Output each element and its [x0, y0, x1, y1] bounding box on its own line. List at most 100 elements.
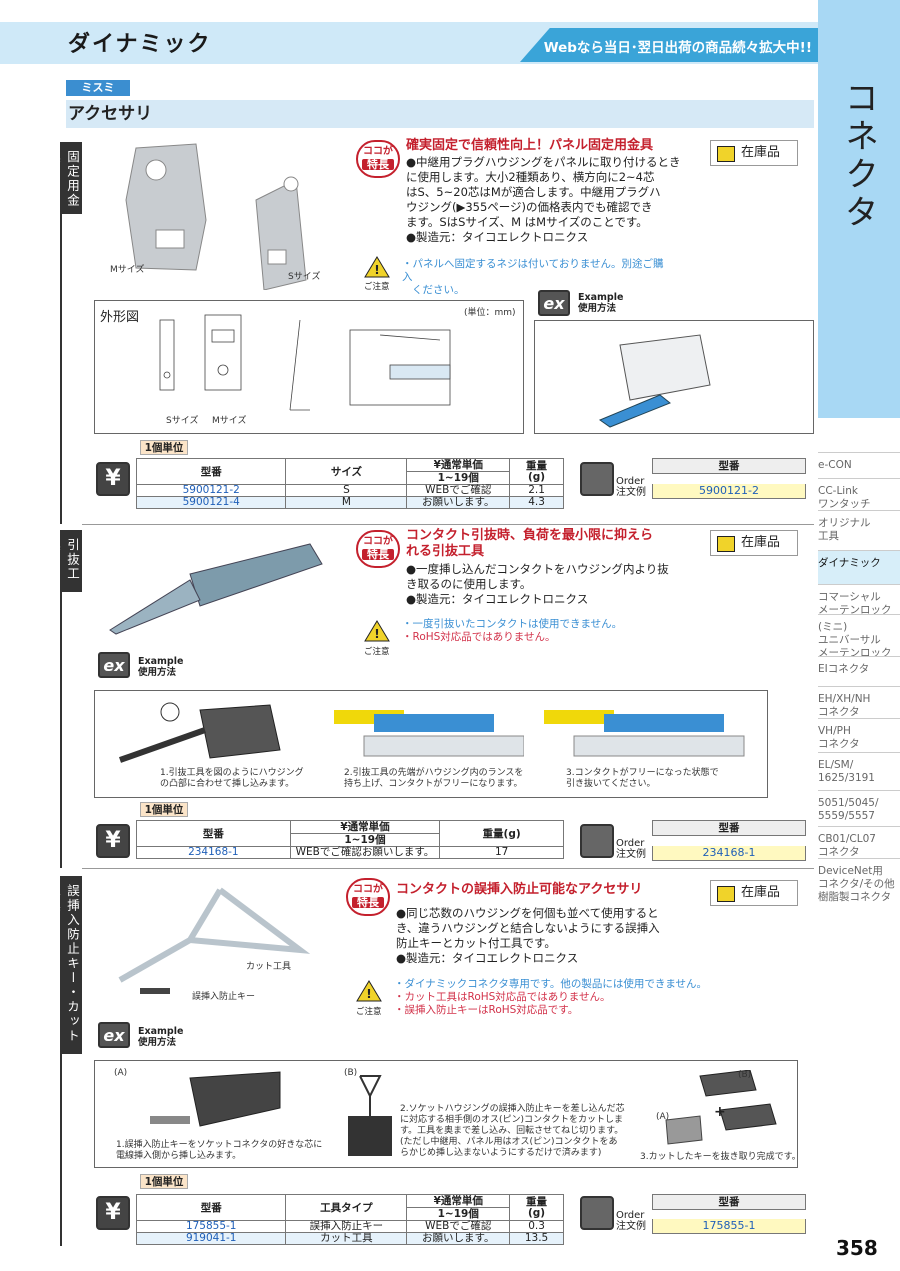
order-example-header: 型番: [652, 458, 806, 474]
label-b: (B): [344, 1068, 358, 1078]
drawing-caption-m: Mサイズ: [212, 416, 247, 426]
section-notes: ・ダイナミックコネクタ専用です。他の製品には使用できません。・カット工具はRoH…: [394, 978, 708, 1016]
order-phone-icon: [580, 462, 614, 496]
step1-image: [119, 702, 281, 763]
category-heading: アクセサリ: [66, 100, 814, 128]
side-nav-item[interactable]: EIコネクタ: [818, 656, 900, 686]
box-icon: [717, 146, 735, 162]
side-nav-item[interactable]: VH/PH コネクタ: [818, 718, 900, 752]
feature-badge: ココが特長: [356, 530, 400, 568]
feature-badge: ココが特長: [346, 878, 390, 916]
order-example-value[interactable]: 234168-1: [652, 846, 806, 861]
label-a: (A): [656, 1112, 670, 1122]
svg-text:!: !: [374, 263, 379, 277]
side-nav-item[interactable]: EH/XH/NH コネクタ: [818, 686, 900, 718]
side-nav-item[interactable]: DeviceNet用 コネクタ/その他 樹脂製コネクタ: [818, 858, 900, 908]
step3-image: [544, 710, 745, 757]
unit-badge: 1個単位: [140, 440, 188, 455]
section-body: ●一度挿し込んだコンタクトをハウジング内より抜き取るのに使用します。●製造元：タ…: [406, 562, 669, 606]
side-nav-item[interactable]: コマーシャル メーテンロック: [818, 584, 900, 616]
step3-caption: 3.カットしたキーを抜き取り完成です。: [640, 1152, 801, 1162]
warning-label: ご注意: [364, 282, 390, 292]
key-cut-tool-image: [118, 887, 310, 994]
order-example-header: 型番: [652, 1194, 806, 1210]
web-banner[interactable]: [520, 28, 818, 62]
order-example-header: 型番: [652, 820, 806, 836]
section-line: [60, 592, 62, 868]
price-icon: ¥: [96, 1196, 130, 1230]
warning-label: ご注意: [356, 1007, 382, 1017]
image-label-cut-tool: カット工具: [246, 962, 292, 972]
side-nav-item[interactable]: EL/SM/ 1625/3191: [818, 752, 900, 790]
label-b: (B): [738, 1070, 752, 1080]
warning-icon: !: [364, 256, 390, 278]
step3-image: +: [665, 1070, 777, 1145]
section-headline: コンタクトの誤挿入防止可能なアクセサリ: [396, 882, 643, 897]
page-title: ダイナミック: [68, 32, 212, 57]
svg-text:!: !: [366, 987, 371, 1001]
section-notes: ・一度引抜いたコンタクトは使用できません。・RoHS対応品ではありません。: [402, 618, 623, 643]
extraction-tool-image: [109, 543, 323, 635]
side-nav-item[interactable]: CB01/CL07 コネクタ: [818, 826, 900, 858]
web-banner-text[interactable]: Webなら当日･翌日出荷の商品続々拡大中!!: [543, 40, 812, 56]
example-icon: ex: [98, 1022, 130, 1048]
step2-image: [348, 1075, 392, 1156]
section-line: [60, 1054, 62, 1246]
warning-icon: !: [356, 980, 382, 1002]
outline-drawing-title: 外形図: [100, 310, 140, 325]
order-example-value[interactable]: 175855-1: [652, 1219, 806, 1234]
step2-caption: 2.引抜工具の先端がハウジング内のランスを 持ち上げ、コンタクトがフリーになりま…: [344, 768, 524, 789]
section-tab-extraction-tool: 引抜工具: [46, 530, 82, 592]
side-nav-item[interactable]: (ミニ) ユニバーサル メーテンロック: [818, 614, 900, 659]
section-tab-fixing-bracket: 固定用金具: [46, 142, 82, 214]
image-label-s: Sサイズ: [288, 272, 321, 282]
section-divider: [82, 524, 814, 525]
step1-caption: 1.引抜工具を図のようにハウジング の凸部に合わせて挿し込みます。: [160, 768, 304, 789]
image-label-key: 誤挿入防止キー: [192, 992, 256, 1002]
drawing-caption-s: Sサイズ: [166, 416, 199, 426]
order-example-value[interactable]: 5900121-2: [652, 484, 806, 499]
side-nav-item[interactable]: ダイナミック: [818, 550, 900, 584]
category-tab: [818, 0, 900, 418]
example-image: [598, 334, 711, 428]
step2-image: [334, 710, 524, 757]
example-icon: ex: [98, 652, 130, 678]
side-nav-item[interactable]: CC-Link ワンタッチ: [818, 478, 900, 510]
section-divider: [82, 868, 814, 869]
step1-image: [150, 1071, 281, 1127]
side-nav-item[interactable]: 5051/5045/ 5559/5557: [818, 790, 900, 826]
outline-drawing: [159, 314, 451, 411]
box-icon: [717, 536, 735, 552]
in-stock-badge: 在庫品: [710, 140, 798, 166]
price-icon: ¥: [96, 462, 130, 496]
brand-badge: ミスミ: [66, 80, 130, 96]
label-a: (A): [114, 1068, 128, 1078]
bracket-product-image: [125, 143, 307, 290]
outline-drawing-panel: [94, 300, 524, 434]
side-nav-item[interactable]: オリジナル 工具: [818, 510, 900, 550]
in-stock-badge: 在庫品: [710, 530, 798, 556]
side-nav-item[interactable]: e-CON: [818, 452, 900, 478]
feature-badge: ココが特長: [356, 140, 400, 178]
svg-text:!: !: [374, 627, 379, 641]
svg-text:+: +: [714, 1104, 726, 1120]
in-stock-badge: 在庫品: [710, 880, 798, 906]
warning-label: ご注意: [364, 647, 390, 657]
section-notes: ・パネルへ固定するネジは付いておりません。別途ご購入ください。: [402, 258, 664, 296]
section-body: ●同じ芯数のハウジングを何個も並べて使用するとき、違うハウジングと結合しないよう…: [396, 906, 660, 965]
step2-caption: 2.ソケットハウジングの誤挿入防止キーを差し込んだ芯 に対応する相手側のオス(ピ…: [400, 1104, 625, 1158]
page-number: 358: [836, 1236, 878, 1260]
section-tab-key-cut-tool: 誤挿入防止キー・カット工具: [46, 876, 82, 1054]
step3-caption: 3.コンタクトがフリーになった状態で 引き抜いてください。: [566, 768, 719, 789]
category-tab-label: コネクタ: [838, 80, 879, 232]
